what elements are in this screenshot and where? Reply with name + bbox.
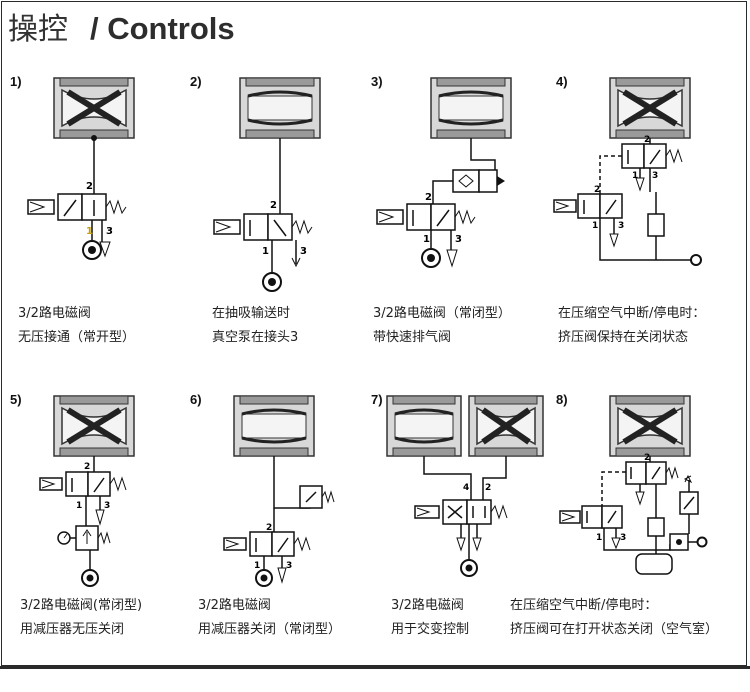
solenoid-valve-icon [553,193,623,219]
diagram-panel-1: 2 1 3 [27,77,135,260]
pressure-reducer-icon [75,525,111,551]
caption-line: 3/2路电磁阀 [198,598,271,613]
panel-6: 6) 2 1 3 3/2路电磁阀 [186,392,371,692]
port-label: 3 [300,246,307,257]
panel-number: 1) [10,74,22,89]
panel-1: 1) 2 1 3 3/2路电磁阀 无压接通（常开型） [6,74,191,374]
caption-line: 挤压阀保持在关闭状态 [558,330,689,345]
port-label: 1 [423,234,430,245]
pinch-valve-icon [468,395,544,457]
port-label: 2 [644,135,650,145]
panel-number: 8) [556,392,568,407]
solenoid-valve-icon [414,499,508,525]
diagram-panel-8: 2 1 3 [559,395,708,575]
panel-8: 8) [510,392,737,692]
panel-5: 5) 2 1 3 [6,392,191,692]
caption-line: 挤压阀可在打开状态关闭（空气室） [510,622,719,637]
port-label: 2 [84,462,90,472]
diagram-panel-6: 2 1 3 [223,395,335,587]
port-label: 1 [596,533,602,543]
port-label: 2 [266,523,272,533]
diagram-panel-3: 2 1 3 [376,77,512,268]
frame-bottom-border [0,666,750,669]
port-label: 2 [270,200,277,211]
caption-line: 在压缩空气中断/停电时： [558,306,706,321]
port-label: 3 [652,171,658,181]
panel-4: 4) 2 1 [552,74,737,374]
check-valve-icon [679,491,699,515]
panel-number: 3) [371,74,383,89]
pinch-valve-icon [53,395,135,457]
panel-number: 5) [10,392,22,407]
caption-line: 3/2路电磁阀 [18,306,91,321]
port-label: 1 [262,246,269,257]
panel-number: 6) [190,392,202,407]
caption-line: 在抽吸输送时 [212,306,291,321]
caption-line: 用减压器关闭（常闭型） [198,622,342,637]
pinch-valve-icon [53,77,135,139]
port-label: 3 [618,221,624,231]
solenoid-valve-icon [223,531,311,557]
panel-3: 3) 2 1 3 3 [367,74,552,374]
caption-line: 带快速排气阀 [373,330,452,345]
port-label: 3 [104,501,110,511]
panel-7: 7) 4 2 [367,392,552,692]
port-label: 2 [485,483,491,493]
diagram-panel-7: 4 2 [386,395,544,577]
pressure-reducer-icon [299,485,335,509]
solenoid-valve-icon [621,143,683,169]
caption-line: 用减压器无压关闭 [20,622,125,637]
caption-line: 3/2路电磁阀(常闭型) [20,598,143,613]
pinch-valve-icon [430,77,512,139]
title-english: / Controls [90,11,235,46]
solenoid-valve-icon [213,213,313,241]
quick-exhaust-valve-icon [452,169,505,193]
caption-line: 3/2路电磁阀（常闭型） [373,306,511,321]
port-label: 3 [106,226,113,237]
pinch-valve-icon [386,395,462,457]
port-label: 1 [592,221,598,231]
caption-line: 在压缩空气中断/停电时： [510,598,658,613]
port-label: 1 [632,171,638,181]
panel-number: 2) [190,74,202,89]
port-label: 4 [463,483,469,493]
solenoid-valve-icon [27,193,127,221]
title-chinese: 操控 [8,12,68,47]
diagram-panel-4: 2 1 3 2 1 3 [553,77,702,266]
caption-line: 3/2路电磁阀 [391,598,464,613]
solenoid-valve-icon [39,471,127,497]
pinch-valve-icon [233,395,315,457]
page-title: 操控 / Controls [8,4,235,48]
port-label: 1 [86,226,93,237]
diagram-panel-5: 2 1 3 [39,395,135,587]
port-label: 1 [76,501,82,511]
solenoid-valve-icon [559,505,623,529]
port-label: 2 [594,185,600,195]
port-label: 2 [425,192,432,203]
pinch-valve-icon [239,77,321,139]
panel-2: 2) 2 1 3 在抽吸输送时 真空泵在接头3 [186,74,371,374]
caption-line: 用于交变控制 [391,622,470,637]
panel-number: 4) [556,74,568,89]
solenoid-valve-icon [376,203,476,231]
diagram-panel-2: 2 1 3 [213,77,321,292]
port-label: 2 [86,181,93,192]
pinch-valve-icon [609,77,691,139]
solenoid-valve-icon [625,461,679,485]
panel-number: 7) [371,392,383,407]
caption-line: 真空泵在接头3 [212,330,299,345]
port-label: 3 [455,234,462,245]
port-label: 1 [254,561,260,571]
pinch-valve-icon [609,395,691,457]
port-label: 3 [620,533,626,543]
image-frame [1,1,747,666]
caption-line: 无压接通（常开型） [18,330,136,345]
port-label: 2 [644,453,650,463]
port-label: 3 [286,561,292,571]
